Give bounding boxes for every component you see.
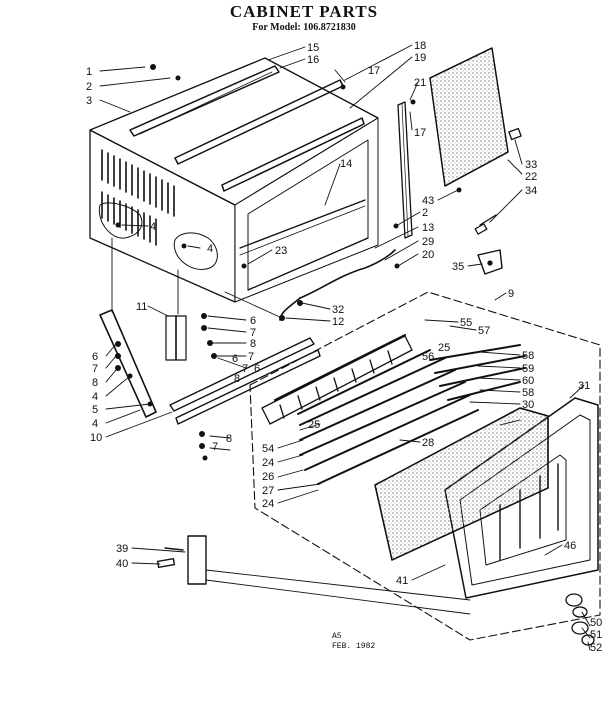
callout-14: 14 [340,158,352,170]
callout-34: 34 [525,185,537,197]
leader-guides [111,237,471,615]
callout-4a: 4 [150,221,156,233]
vertical-bar [397,101,413,239]
callout-24a: 24 [262,457,274,469]
callout-26: 26 [262,471,274,483]
footer-date: FEB. 1982 [332,642,376,651]
callout-51: 51 [590,629,602,641]
callout-6a: 6 [250,315,256,327]
side-louvers [101,149,175,246]
grille-group-outline [249,291,601,641]
callout-25b: 25 [308,419,320,431]
callout-50: 50 [590,617,602,629]
callout-7a: 7 [250,327,256,339]
callout-8b: 8 [92,377,98,389]
callout-7e: 7 [212,441,218,453]
callout-3: 3 [86,95,92,107]
callout-60: 60 [522,375,534,387]
callout-6c: 6 [232,353,238,365]
callout-52: 52 [590,642,602,654]
callout-16: 16 [307,54,319,66]
rear-screen-panel [429,47,509,187]
small-hardware-right [474,127,522,275]
callout-31: 31 [578,380,590,392]
callout-33: 33 [525,159,537,171]
callout-29: 29 [422,236,434,248]
callout-43: 43 [422,195,434,207]
callout-19: 19 [414,52,426,64]
callout-6d: 6 [254,363,260,375]
callout-25a: 25 [438,342,450,354]
callout-24b: 24 [262,498,274,510]
callout-12: 12 [332,316,344,328]
callout-8d: 8 [234,373,240,385]
callout-56: 56 [422,351,434,363]
callout-40: 40 [116,558,128,570]
lower-strip [169,337,321,425]
callout-labels: 1 2 3 15 16 18 19 17 21 17 33 22 34 43 1… [86,40,602,654]
callout-41: 41 [396,575,408,587]
support-bracket-left [99,309,187,418]
callout-4d: 4 [92,418,98,430]
callout-17: 17 [368,65,380,77]
callout-23: 23 [275,245,287,257]
mounting-plate [156,535,207,585]
callout-7b: 7 [92,363,98,375]
callout-7c: 7 [248,351,254,363]
callout-9: 9 [508,288,514,300]
callout-4c: 4 [92,391,98,403]
callout-1: 1 [86,66,92,78]
louver-vanes [274,334,526,485]
callout-13: 13 [422,222,434,234]
callout-27: 27 [262,485,274,497]
callout-leaders [99,44,591,651]
callout-6b: 6 [92,351,98,363]
callout-2: 2 [86,81,92,93]
callout-22: 22 [525,171,537,183]
footer-code: A5 [332,632,342,641]
callout-11: 11 [136,301,147,313]
callout-39: 39 [116,543,128,555]
callout-2b: 2 [422,207,428,219]
filter-screen [374,407,549,561]
callout-10: 10 [90,432,102,444]
callout-21: 21 [414,77,426,89]
callout-35: 35 [452,261,464,273]
callout-59: 59 [522,363,534,375]
callout-55: 55 [460,317,472,329]
callout-30: 30 [522,399,534,411]
callout-18: 18 [414,40,426,52]
callout-20: 20 [422,249,434,261]
callout-7d: 7 [242,363,248,375]
model-subtitle: For Model: 106.8721830 [252,22,356,33]
callout-54: 54 [262,443,274,455]
page-title: CABINET PARTS [229,2,379,21]
callout-46: 46 [564,540,576,552]
callout-5: 5 [92,404,98,416]
cabinet-cutouts [98,202,218,270]
callout-57: 57 [478,325,490,337]
callout-8e: 8 [226,433,232,445]
callout-58a: 58 [522,350,534,362]
callout-8a: 8 [250,338,256,350]
callout-17b: 17 [414,127,426,139]
callout-58b: 58 [522,387,534,399]
callout-4b: 4 [207,243,213,255]
louver-assembly [261,335,413,425]
callout-32: 32 [332,304,344,316]
callout-15: 15 [307,42,319,54]
callout-28: 28 [422,437,434,449]
